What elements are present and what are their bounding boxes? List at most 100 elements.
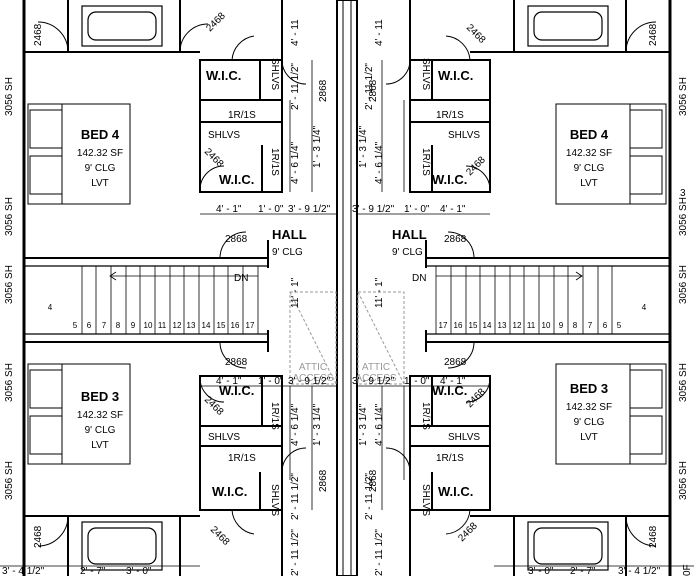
- tread-number: 5: [617, 321, 622, 330]
- dimension-label: 2' - 11 1/2": [364, 473, 375, 520]
- dimension-label: 1' - 3 1/4": [312, 403, 323, 446]
- dimension-label: 1' - 0": [404, 376, 430, 387]
- window-tag: 3056 SH: [678, 363, 689, 402]
- room-floor: LVT: [580, 178, 598, 189]
- room-ceiling: 9' CLG: [85, 163, 116, 174]
- door-swings: [37, 21, 657, 547]
- rod-shelf-label: 1R/1S: [228, 453, 256, 464]
- door-tag: 2868: [444, 357, 467, 368]
- dimension-label: 4' - 6 1/4": [374, 141, 385, 184]
- tread-number: 12: [173, 321, 182, 330]
- edge-note: 3: [680, 188, 686, 199]
- room-name: HALL: [272, 227, 307, 242]
- attic-label: ATTIC: [299, 362, 327, 373]
- dimension-label: 2' - 11 1/2": [374, 529, 385, 576]
- dimension-label: 2' - 7": [80, 566, 106, 576]
- room-ceiling: 9' CLG: [272, 247, 303, 258]
- rod-shelf-label: 1R/1S: [228, 110, 256, 121]
- tread-number: 10: [144, 321, 153, 330]
- dimension-label: 4' - 1": [440, 376, 466, 387]
- tread-number: 14: [483, 321, 492, 330]
- room-label-hall-left: HALL 9' CLG: [272, 227, 307, 258]
- wic-label: W.I.C.: [219, 383, 254, 398]
- door-tag: 2468: [456, 520, 480, 544]
- wic-label: W.I.C.: [432, 383, 467, 398]
- dimension-label: 4' - 11: [374, 19, 385, 46]
- room-floor: LVT: [91, 178, 109, 189]
- wic-label: W.I.C.: [432, 172, 467, 187]
- tread-number: 4: [48, 303, 53, 312]
- room-label-hall-right: HALL 9' CLG: [392, 227, 427, 258]
- shelves-label: SHLVS: [208, 130, 240, 141]
- tread-number: 17: [246, 321, 255, 330]
- room-name: BED 3: [81, 389, 119, 404]
- window-tag: 3056 SH: [4, 363, 15, 402]
- dimension-label: 2' - 11 1/2": [290, 473, 301, 520]
- dimension-label: 4' - 1": [216, 376, 242, 387]
- rod-shelf-label: 1R/1S: [269, 402, 280, 430]
- door-tag: 2868: [225, 357, 248, 368]
- shelves-label: SHLVS: [420, 58, 431, 90]
- tread-number: 9: [131, 321, 136, 330]
- room-ceiling: 9' CLG: [392, 247, 423, 258]
- door-tag: 2468: [464, 386, 488, 410]
- room-name: BED 3: [570, 381, 608, 396]
- room-name: BED 4: [81, 127, 120, 142]
- window-tag: 3056 SH: [678, 197, 689, 236]
- tread-number: 7: [588, 321, 593, 330]
- dimension-text: 4' - 1" 1' - 0" 3' - 9 1/2" 3' - 9 1/2" …: [2, 19, 661, 576]
- tread-number: 16: [454, 321, 463, 330]
- door-tag: 2868: [318, 79, 329, 102]
- shelves-label: SHLVS: [269, 58, 280, 90]
- dimension-label: 4' - 1": [216, 204, 242, 215]
- rod-shelf-label: 1R/1S: [269, 148, 280, 176]
- room-ceiling: 9' CLG: [85, 425, 116, 436]
- wic-labels: W.I.C. W.I.C. W.I.C. W.I.C. W.I.C. W.I.C…: [206, 68, 473, 499]
- tread-number: 7: [102, 321, 107, 330]
- room-label-bed3-left: BED 3 142.32 SF 9' CLG LVT: [77, 389, 123, 451]
- shelves-label: SHLVS: [448, 432, 480, 443]
- room-area: 142.32 SF: [566, 148, 612, 159]
- room-area: 142.32 SF: [566, 402, 612, 413]
- rod-shelf-label: 1R/1S: [436, 453, 464, 464]
- tread-number: 17: [439, 321, 448, 330]
- tread-number: 10: [542, 321, 551, 330]
- dimension-label: 11' - 1": [374, 277, 385, 308]
- dimension-label: 3' - 9 1/2": [288, 204, 331, 215]
- dimension-label: 2' - 11 1/2": [364, 63, 375, 110]
- dimension-label: 3' - 9 1/2": [288, 376, 331, 387]
- wic-label: W.I.C.: [438, 68, 473, 83]
- stair-down-label: DN: [234, 273, 248, 284]
- window-tag: 3056 SH: [4, 197, 15, 236]
- room-label-bed4-left: BED 4 142.32 SF 9' CLG LVT: [77, 127, 123, 189]
- rod-shelf-label: 1R/1S: [420, 148, 431, 176]
- attic-access-labels: ATTIC ACCESS ATTIC ACCESS: [292, 362, 396, 384]
- dimension-label: 2' - 11 1/2": [290, 63, 301, 110]
- dimension-label: 3' - 9 1/2": [352, 204, 395, 215]
- dimension-label: 2' - 11 1/2": [290, 529, 301, 576]
- tread-number: 13: [498, 321, 507, 330]
- bathtubs: [81, 5, 609, 571]
- stair-dn-labels: DN DN: [234, 273, 426, 284]
- wic-label: W.I.C.: [206, 68, 241, 83]
- tread-number: 16: [231, 321, 240, 330]
- room-area: 142.32 SF: [77, 410, 123, 421]
- door-tag: 2468: [33, 23, 44, 46]
- door-tag: 2868: [225, 234, 248, 245]
- door-tag: 2468: [208, 524, 232, 548]
- window-tag: 3056 SH: [678, 265, 689, 304]
- dimension-label: 4' - 1": [440, 204, 466, 215]
- rod-shelf-label: 1R/1S: [436, 110, 464, 121]
- room-label-bed4-right: BED 4 142.32 SF 9' CLG LVT: [566, 127, 612, 189]
- closet-labels: SHLVS SHLVS SHLVS SHLVS 1R/1S 1R/1S 1R/1…: [208, 58, 480, 516]
- dimension-lines: [0, 60, 694, 567]
- room-label-bed3-right: BED 3 142.32 SF 9' CLG LVT: [566, 381, 612, 443]
- dimension-label: 3' - 4 1/2": [618, 566, 661, 576]
- attic-label: ACCESS: [355, 373, 396, 384]
- door-tag: 2868: [318, 469, 329, 492]
- shelves-label: SHLVS: [269, 484, 280, 516]
- door-tag: 2468: [204, 10, 228, 34]
- dimension-label: 1' - 0": [404, 204, 430, 215]
- attic-label: ACCESS: [292, 373, 333, 384]
